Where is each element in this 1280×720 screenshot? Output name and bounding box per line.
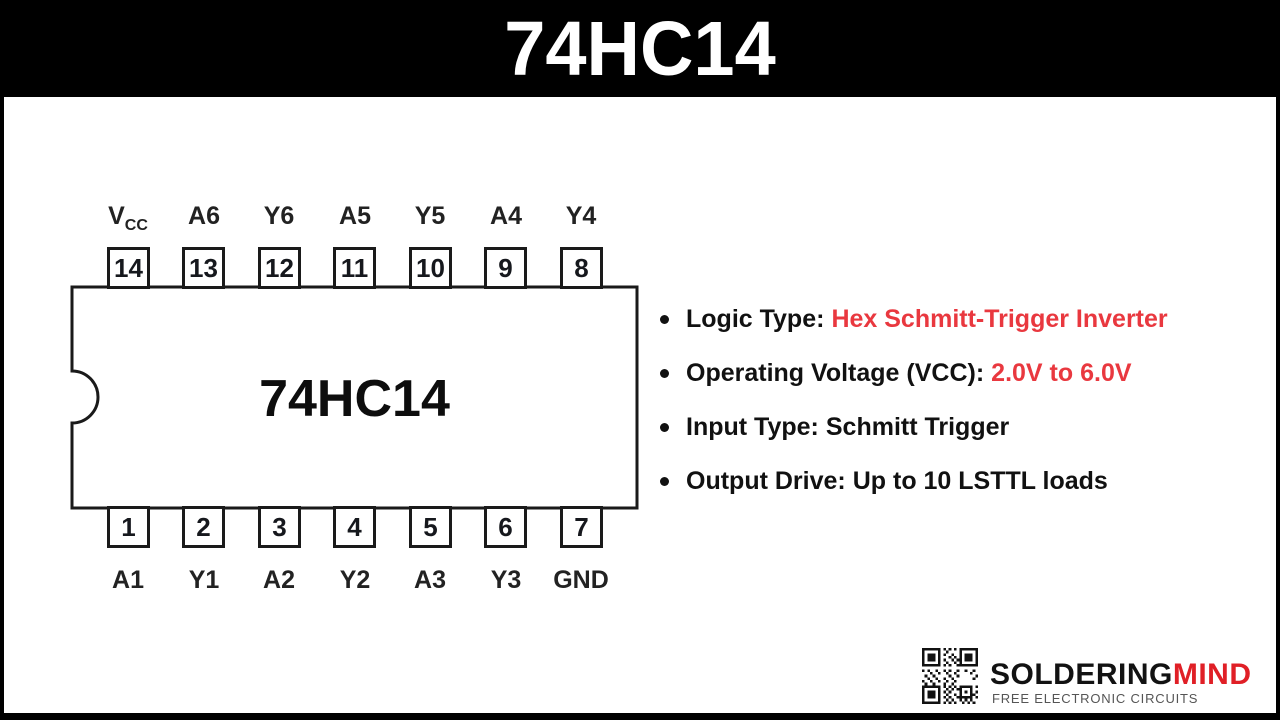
pin-name-y5: Y5 [414, 202, 446, 230]
pin-box-6: 6 [484, 506, 527, 548]
pin-box-3: 3 [258, 506, 301, 548]
brand-tagline: FREE ELECTRONIC CIRCUITS [992, 691, 1199, 706]
chip-part-number: 74HC14 [259, 370, 450, 428]
bullet-icon [660, 314, 669, 324]
pin-box-11: 11 [333, 247, 376, 289]
bullet-icon [660, 476, 669, 486]
pin-box-13: 13 [182, 247, 225, 289]
pin-name-a2: A2 [263, 566, 295, 594]
pin-name-a4: A4 [490, 202, 522, 230]
pin-name-a1: A1 [112, 566, 144, 594]
page-title: 74HC14 [504, 5, 776, 92]
pin-box-14: 14 [107, 247, 150, 289]
header-bar: 74HC14 [0, 0, 1280, 97]
brand-accent: MIND [1172, 658, 1252, 691]
bullet-icon [660, 368, 669, 378]
brand-primary: SOLDERING [990, 658, 1173, 691]
spec-item-logic-type: Logic Type:Hex Schmitt-Trigger Inverter [660, 305, 1240, 333]
chip-body-outline [70, 285, 639, 510]
pin-box-10: 10 [409, 247, 452, 289]
spec-item-output-drive: Output Drive:Up to 10 LSTTL loads [660, 467, 1240, 495]
pin-name-vcc: VCC [108, 202, 148, 234]
pin-name-a5: A5 [339, 202, 371, 230]
pin-name-y4: Y4 [565, 202, 597, 230]
pin-name-y3: Y3 [490, 566, 522, 594]
pin-box-5: 5 [409, 506, 452, 548]
pin-name-a6: A6 [188, 202, 220, 230]
pin-box-9: 9 [484, 247, 527, 289]
pin-name-gnd: GND [553, 566, 609, 594]
pin-box-2: 2 [182, 506, 225, 548]
spec-item-input-type: Input Type:Schmitt Trigger [660, 413, 1240, 441]
qr-code-icon [922, 648, 978, 704]
pin-box-12: 12 [258, 247, 301, 289]
bullet-icon [660, 422, 669, 432]
pin-name-y2: Y2 [339, 566, 371, 594]
pin-name-y6: Y6 [263, 202, 295, 230]
pin-name-a3: A3 [414, 566, 446, 594]
pin-box-8: 8 [560, 247, 603, 289]
spec-list: Logic Type:Hex Schmitt-Trigger Inverter … [660, 305, 1240, 522]
pin-name-y1: Y1 [188, 566, 220, 594]
spec-item-operating-voltage: Operating Voltage (VCC):2.0V to 6.0V [660, 359, 1240, 387]
pin-box-4: 4 [333, 506, 376, 548]
pin-box-1: 1 [107, 506, 150, 548]
pin-box-7: 7 [560, 506, 603, 548]
brand-logo: SOLDERINGMIND [990, 658, 1252, 692]
